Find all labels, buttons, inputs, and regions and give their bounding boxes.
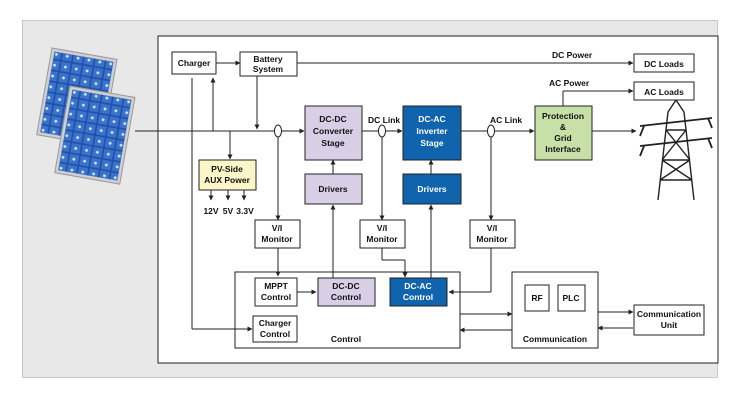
dcdc-converter-label-2: Converter — [313, 126, 354, 136]
vi-monitor-left-label-2: Monitor — [261, 234, 293, 244]
ac-power-label: AC Power — [549, 78, 590, 88]
drivers-dcac-block: Drivers — [402, 173, 462, 205]
control-group: Control — [234, 271, 461, 349]
charger-label: Charger — [178, 58, 211, 68]
drivers-dcac-label: Drivers — [417, 184, 447, 194]
mppt-control-label-1: MPPT — [264, 281, 288, 291]
drivers-dcdc-label: Drivers — [318, 184, 348, 194]
battery-system-label-1: Battery — [253, 54, 283, 64]
plc-label: PLC — [563, 293, 580, 303]
dcac-inverter-label-1: DC-AC — [418, 114, 445, 124]
communication-group-label: Communication — [523, 334, 587, 344]
pv-aux-label-2: AUX Power — [204, 175, 251, 185]
vi-monitor-right-label-2: Monitor — [476, 234, 508, 244]
wires — [135, 60, 637, 333]
charger-block: Charger — [171, 51, 217, 75]
communication-unit-label-1: Communication — [637, 309, 701, 319]
vi-monitor-mid-label-1: V/I — [377, 223, 387, 233]
vi-monitor-right-block: V/I Monitor — [469, 219, 516, 249]
dc-link-label: DC Link — [368, 115, 400, 125]
dcac-control-block: DC-AC Control — [389, 277, 448, 307]
pv-aux-label-1: PV-Side — [211, 164, 243, 174]
protection-grid-interface-block: Protection & Grid Interface — [534, 105, 593, 161]
dc-loads-block: DC Loads — [633, 53, 695, 73]
dcac-inverter-label-3: Stage — [420, 138, 443, 148]
dcac-inverter-stage-block: DC-AC Inverter Stage — [402, 105, 462, 161]
rf-block: RF — [524, 284, 550, 312]
ac-link-label: AC Link — [490, 115, 522, 125]
voltage-3v3-label: 3.3V — [236, 206, 254, 216]
communication-unit-block: Communication Unit — [633, 304, 705, 336]
protection-label-4: Interface — [545, 144, 581, 154]
ac-loads-block: AC Loads — [633, 81, 695, 101]
battery-system-label-2: System — [253, 64, 284, 74]
charger-control-label-1: Charger — [259, 318, 292, 328]
protection-label-2: & — [560, 122, 566, 132]
control-group-label: Control — [331, 334, 361, 344]
plc-block: PLC — [557, 284, 586, 312]
dcdc-control-block: DC-DC Control — [317, 277, 376, 307]
battery-system-block: Battery System — [239, 51, 298, 77]
vi-monitor-left-label-1: V/I — [272, 223, 282, 233]
dc-loads-label: DC Loads — [644, 59, 684, 69]
dcdc-converter-label-3: Stage — [321, 138, 344, 148]
vi-monitor-left-block: V/I Monitor — [254, 219, 301, 249]
dcac-control-label-2: Control — [403, 292, 433, 302]
dcdc-control-label-1: DC-DC — [332, 281, 359, 291]
vi-monitor-right-label-1: V/I — [487, 223, 497, 233]
communication-unit-label-2: Unit — [661, 320, 678, 330]
charger-control-block: Charger Control — [252, 315, 298, 343]
protection-label-1: Protection — [542, 111, 584, 121]
mppt-control-label-2: Control — [261, 292, 291, 302]
pv-aux-power-block: PV-Side AUX Power — [198, 159, 257, 191]
dc-power-label: DC Power — [552, 50, 593, 60]
dcdc-control-label-2: Control — [331, 292, 361, 302]
drivers-dcdc-block: Drivers — [304, 173, 363, 205]
charger-control-label-2: Control — [260, 329, 290, 339]
dcdc-converter-label-1: DC-DC — [319, 114, 346, 124]
voltage-12v-label: 12V — [203, 206, 218, 216]
dcac-control-label-1: DC-AC — [404, 281, 431, 291]
transmission-tower-icon — [639, 98, 713, 201]
protection-label-3: Grid — [554, 133, 571, 143]
dcdc-converter-stage-block: DC-DC Converter Stage — [304, 105, 363, 161]
voltage-5v-label: 5V — [223, 206, 234, 216]
vi-monitor-mid-label-2: Monitor — [366, 234, 398, 244]
solar-panel-icon — [36, 47, 136, 185]
ac-loads-label: AC Loads — [644, 87, 684, 97]
dcac-inverter-label-2: Inverter — [416, 126, 448, 136]
rf-label: RF — [531, 293, 542, 303]
mppt-control-block: MPPT Control — [254, 277, 298, 307]
vi-monitor-mid-block: V/I Monitor — [359, 219, 406, 249]
